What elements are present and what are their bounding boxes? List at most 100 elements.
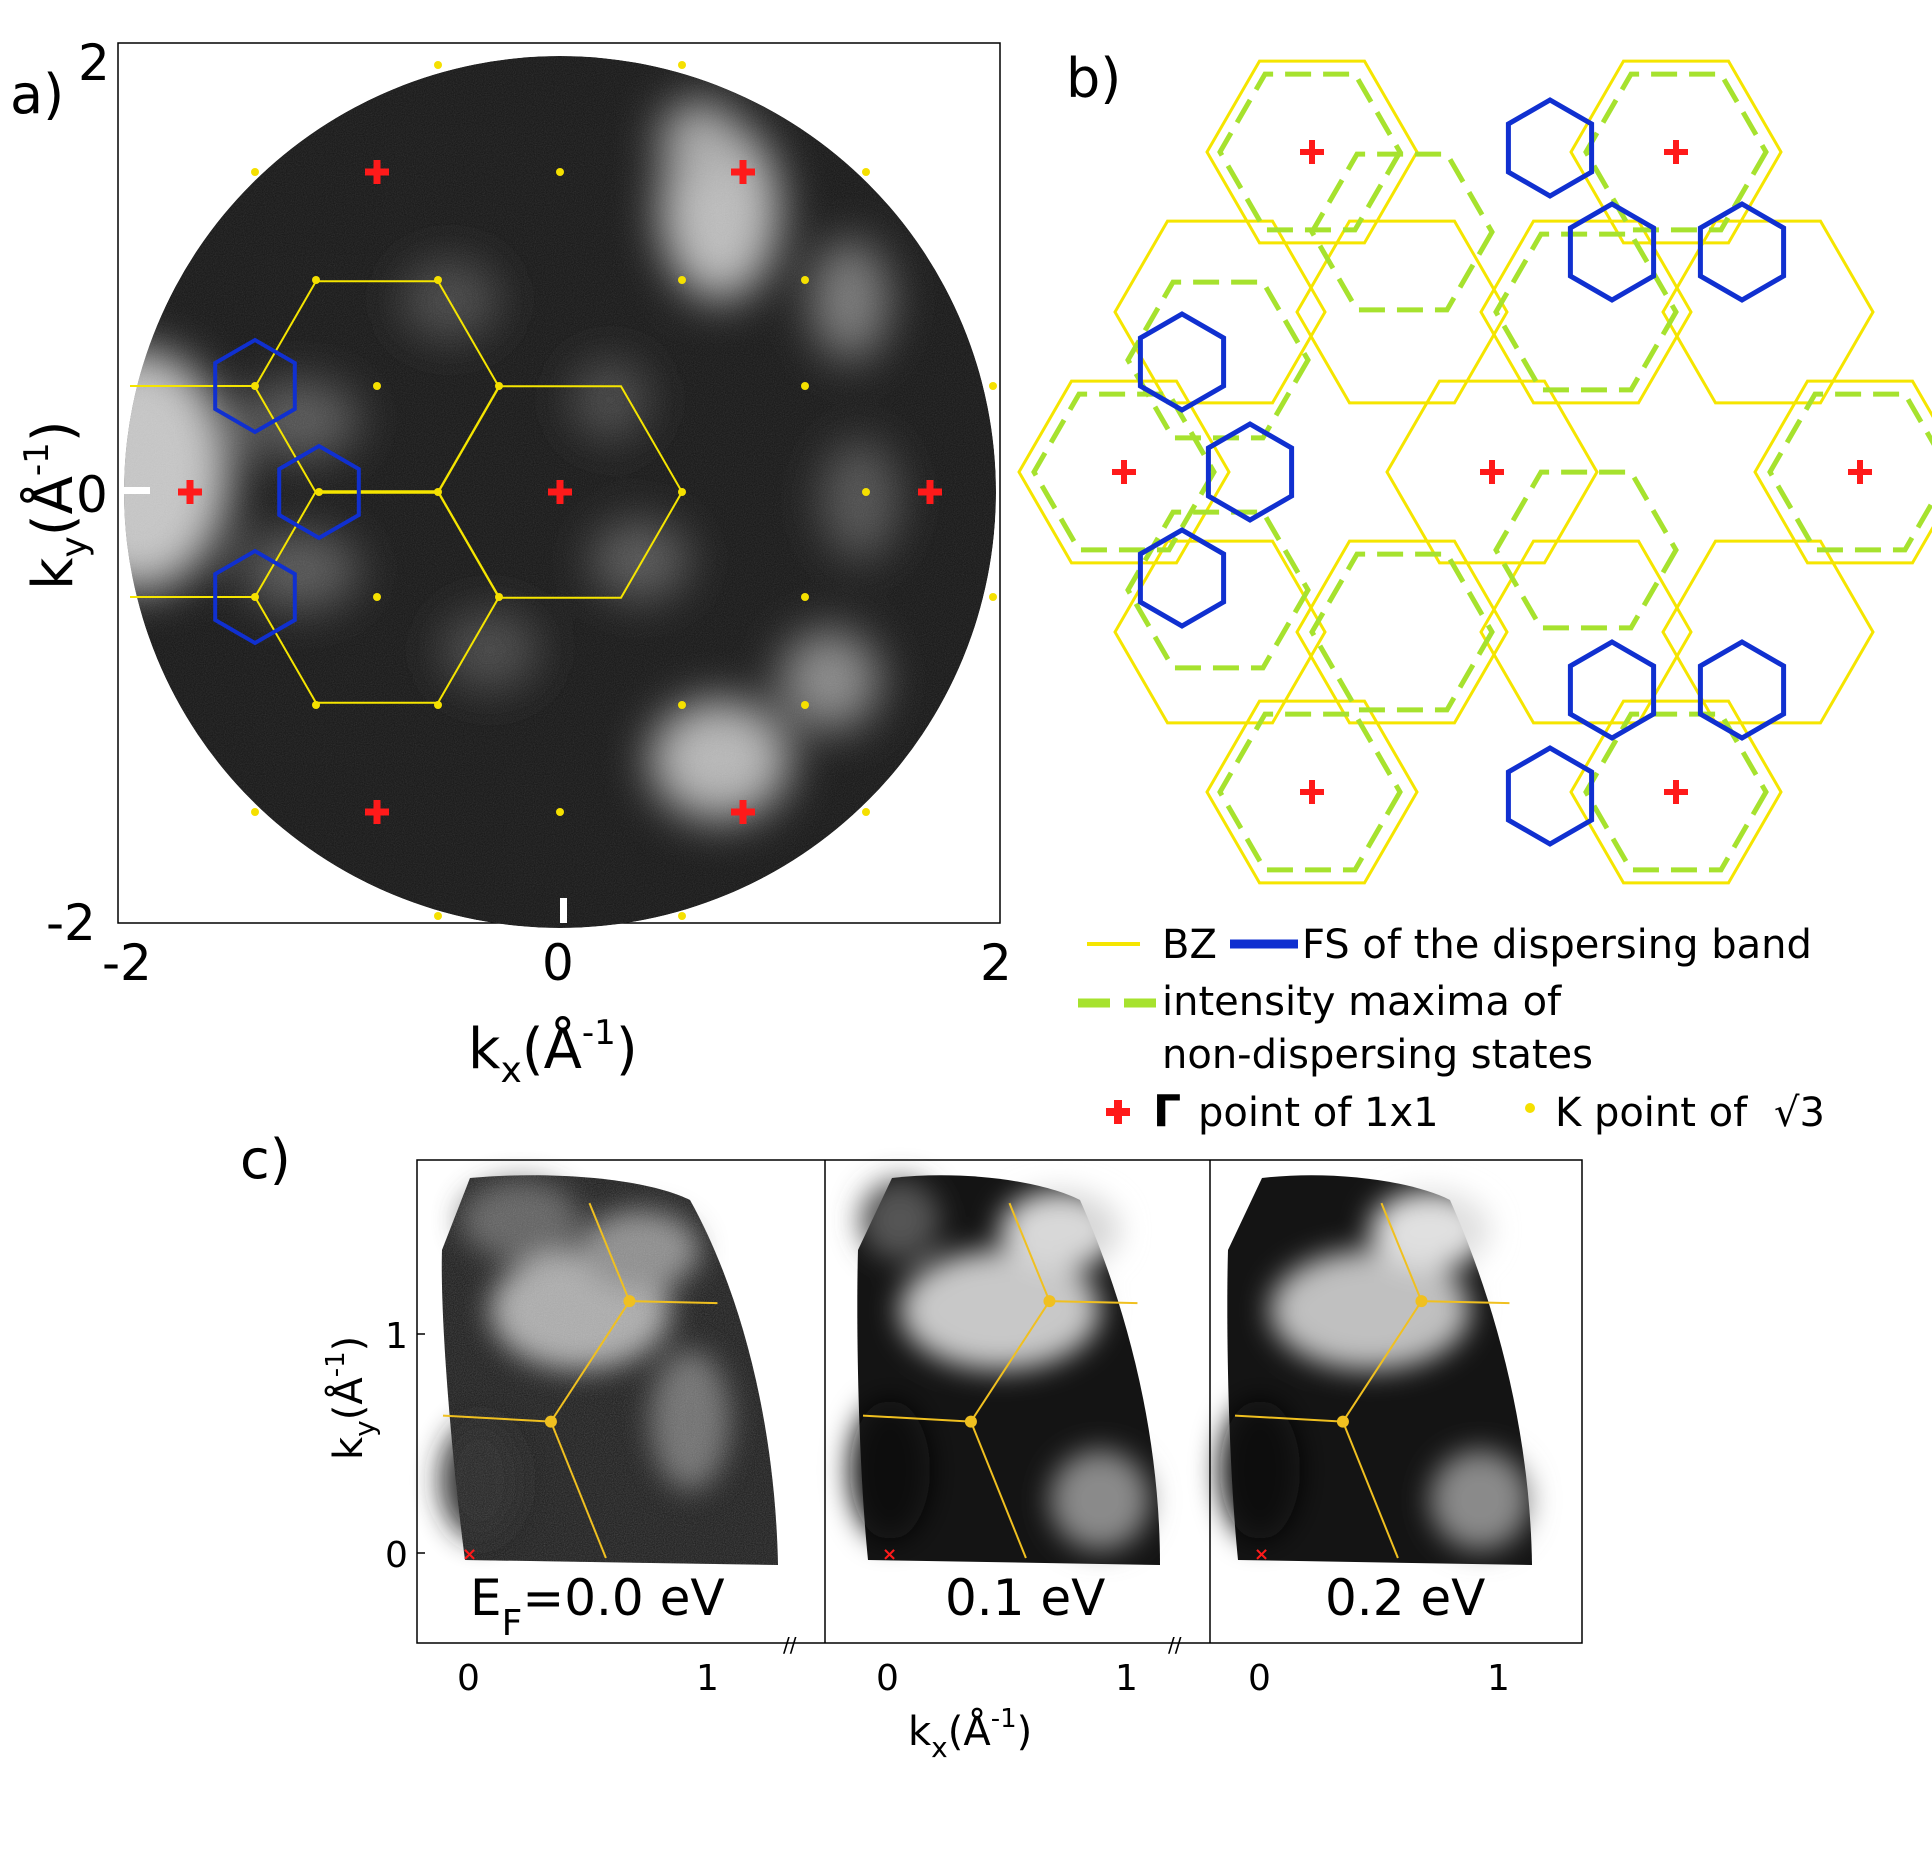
panel-a: a) 2 0 -2 -2 0 2 kx(Å-1) ky(Å-1) [10, 34, 1012, 1091]
panel-c-overlay: ××× [442, 1202, 1510, 1565]
panel-c-k-point [1336, 1415, 1349, 1428]
panel-c-k-point [1415, 1295, 1428, 1308]
panel-b-fs-hexagon [1205, 421, 1295, 523]
panel-c-ytick-1: 1 [385, 1316, 408, 1357]
panel-a-k-point [678, 701, 686, 709]
panel-c-map-2 [1220, 1175, 1532, 1565]
panel-a-k-point [434, 61, 442, 69]
panel-c-bz-edge [1341, 1421, 1399, 1559]
panel-b-label: b) [1066, 47, 1121, 110]
panel-a-k-point [373, 382, 381, 390]
panel-b-bz-hexagon [1753, 379, 1932, 565]
panel-b-gamma-point-v [1673, 780, 1679, 804]
panel-a-k-point [801, 382, 809, 390]
panel-b-gamma-point-v [1489, 460, 1495, 484]
panel-b-bz-hexagon [1569, 59, 1783, 245]
panel-a-k-point [251, 168, 259, 176]
panel-a-k-point [434, 912, 442, 920]
panel-c-map-1 [850, 1175, 1160, 1565]
panel-a-k-point [373, 593, 381, 601]
panel-c-bz-edge [1380, 1202, 1423, 1302]
panel-a-k-point [801, 593, 809, 601]
panel-c-sub1-label: 0.1 eV [945, 1569, 1105, 1627]
panel-c-bz-edge [1049, 1300, 1138, 1305]
panel-a-label: a) [10, 63, 64, 126]
panel-c-sub0-label: EF=0.0 eV [470, 1569, 725, 1644]
panel-c-bz-edge [1421, 1300, 1510, 1305]
panel-c-bz-edge [862, 1414, 971, 1423]
panel-b-bz-hexagon [1479, 539, 1693, 725]
panel-a-k-point [315, 488, 323, 496]
panel-b-gamma-point-v [1121, 460, 1127, 484]
panel-b-bz-hexagon [1017, 379, 1231, 565]
panel-a-xtick-mark [560, 898, 567, 923]
panel-c-sub2-xtick-0: 0 [1248, 1658, 1271, 1699]
panel-b: b) [1017, 47, 1932, 885]
panel-a-xlabel: kx(Å-1) [468, 1013, 638, 1091]
panel-b-fs-hexagon [1697, 201, 1787, 303]
panel-b-fs-hexagon [1505, 97, 1595, 199]
panel-b-brillouin-zones [1017, 59, 1932, 885]
panel-b-bz-hexagon [1205, 699, 1419, 885]
panel-a-gamma-point-v [926, 480, 934, 504]
panel-c-label: c) [240, 1128, 291, 1191]
panel-c-sub1-xtick-1: 1 [1115, 1658, 1138, 1699]
panel-c-k-point [544, 1415, 557, 1428]
panel-b-fs-hexagon [1567, 201, 1657, 303]
panel-c-bz-edge [442, 1414, 551, 1423]
panel-a-k-point [862, 168, 870, 176]
panel-b-bz-hexagon [1661, 219, 1875, 405]
legend-k-sqrt: √3 [1774, 1090, 1825, 1136]
panel-b-fs-hexagon [1505, 745, 1595, 847]
legend-k-text: K point of [1555, 1090, 1748, 1136]
panel-a-k-point [678, 61, 686, 69]
panel-c-sub0-xtick-1: 1 [696, 1658, 719, 1699]
panel-a-k-point [556, 168, 564, 176]
panel-b-intensity-hexagon [1583, 711, 1769, 873]
panel-c-k-point [964, 1415, 977, 1428]
panel-a-k-point [251, 593, 259, 601]
panel-b-fs-hexagon [1697, 639, 1787, 741]
panel-b-fs-hexagon [1137, 527, 1227, 629]
panel-a-k-point [678, 488, 686, 496]
panel-a-k-point [556, 808, 564, 816]
panel-c-gamma-marker: × [1254, 1544, 1269, 1565]
panel-a-k-point [251, 382, 259, 390]
legend-fs-label: FS of the dispersing band [1302, 922, 1812, 968]
panel-c-sub1-xtick-0: 0 [876, 1658, 899, 1699]
panel-b-intensity-hexagon [1767, 391, 1932, 553]
panel-a-k-point [678, 276, 686, 284]
panel-c-ytick-0: 0 [385, 1535, 408, 1576]
panel-c-gamma-marker: × [462, 1544, 477, 1565]
panel-b-intensity-hexagon [1031, 391, 1217, 553]
panel-a-k-point [495, 382, 503, 390]
panel-c-map-0 [440, 1175, 778, 1565]
panel-c-break-1: // [783, 1633, 797, 1657]
panel-b-bz-hexagon [1385, 379, 1599, 565]
panel-b-intensity-hexagon [1125, 279, 1311, 441]
panel-a-k-point [678, 912, 686, 920]
panel-c-xlabel: kx(Å-1) [908, 1704, 1032, 1764]
panel-a-k-point [495, 593, 503, 601]
panel-a-ytick-bottom: -2 [46, 894, 96, 952]
panel-a-k-point [312, 276, 320, 284]
legend-k-marker [1525, 1103, 1535, 1113]
panel-b-intensity-hexagon [1309, 151, 1495, 313]
panel-b-fs-hexagon [1567, 639, 1657, 741]
panel-a-k-point [801, 276, 809, 284]
panel-a-gamma-point-v [556, 480, 564, 504]
panel-a-ylabel: ky(Å-1) [17, 420, 95, 590]
panel-c-bz-edge [588, 1202, 631, 1302]
panel-c-k-point [1043, 1295, 1056, 1308]
legend: BZ FS of the dispersing band intensity m… [1078, 922, 1825, 1137]
panel-c-bz-edge [549, 1421, 607, 1559]
panel-a-gamma-point-v [373, 160, 381, 184]
panel-c-frame [416, 1159, 1583, 1644]
legend-gamma-marker [1106, 1100, 1130, 1124]
legend-intensity-line1: intensity maxima of [1162, 979, 1562, 1025]
panel-c-bz-edge [970, 1300, 1051, 1423]
panel-c-bz-edge [1234, 1414, 1343, 1423]
panel-c: c) [240, 1128, 1583, 1764]
panel-a-fs-hexagon [213, 337, 297, 435]
panel-c-bz-edge [1342, 1300, 1423, 1423]
